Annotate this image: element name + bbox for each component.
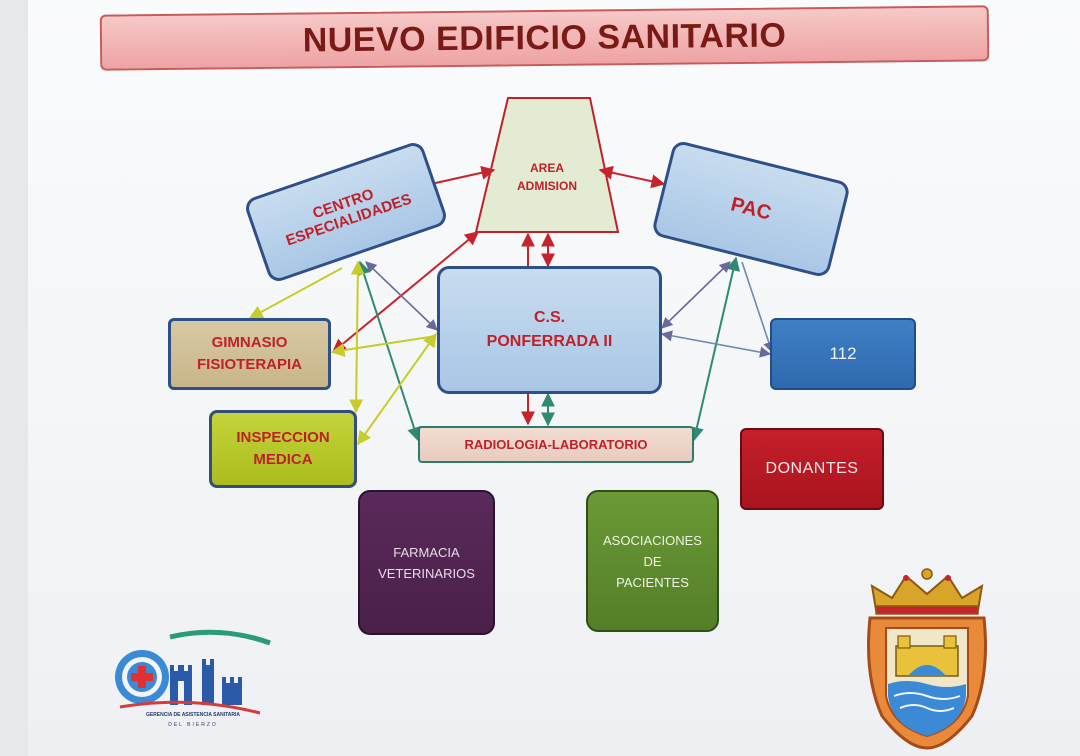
node-asociaciones-pacientes: ASOCIACIONES DE PACIENTES	[586, 490, 719, 632]
node-farmacia-veterinarios: FARMACIA VETERINARIOS	[358, 490, 495, 635]
area-admision-label-line2: ADMISION	[517, 179, 577, 193]
farmacia-label-line1: FARMACIA	[393, 544, 460, 560]
arrow-centro-cs	[365, 261, 438, 331]
pac-label: PAC	[728, 192, 774, 225]
logo-caption-line1: GERENCIA DE ASISTENCIA SANITARIA	[145, 712, 241, 718]
arrow-cs-112	[660, 330, 772, 358]
radiologia-label: RADIOLOGIA-LABORATORIO	[464, 437, 648, 452]
gimnasio-label-line1: GIMNASIO	[211, 334, 288, 351]
asociaciones-label-line2: DE	[643, 553, 662, 569]
node-cs-ponferrada: C.S. PONFERRADA II	[437, 266, 662, 394]
node-radiologia-laboratorio: RADIOLOGIA-LABORATORIO	[418, 426, 694, 463]
node-donantes: DONANTES	[740, 428, 884, 510]
logo-caption-line2: DEL BIERZO	[168, 722, 218, 728]
arrow-pac-radiologia	[690, 256, 740, 442]
arrow-pac-112	[741, 261, 775, 354]
node-112: 112	[770, 318, 916, 390]
arrow-centro-inspeccion	[349, 260, 365, 414]
e112-label: 112	[829, 344, 857, 363]
farmacia-label-line2: VETERINARIOS	[378, 565, 475, 581]
area-admision-label-line1: AREA	[530, 161, 564, 175]
asociaciones-label-line1: ASOCIACIONES	[603, 532, 702, 548]
gimnasio-label-line2: FISIOTERAPIA	[196, 356, 302, 373]
inspeccion-label-line2: MEDICA	[253, 451, 313, 468]
cs-label-line2: PONFERRADA II	[486, 333, 613, 350]
asociaciones-label-line3: PACIENTES	[616, 574, 689, 590]
ponferrada-coat-of-arms-icon	[867, 568, 987, 750]
node-inspeccion-medica: INSPECCION MEDICA	[209, 410, 357, 488]
inspeccion-label-line1: INSPECCION	[236, 429, 330, 446]
arrow-cs-inspeccion	[357, 332, 437, 446]
arrow-pac-cs	[661, 261, 731, 329]
arrow-admision-pac	[598, 165, 666, 189]
arrow-centro-gimnasio	[248, 267, 343, 319]
cs-label-line1: C.S.	[533, 309, 566, 326]
health-authority-logo-icon	[115, 629, 271, 715]
node-gimnasio-fisioterapia: GIMNASIO FISIOTERAPIA	[168, 318, 331, 390]
donantes-label: DONANTES	[765, 460, 859, 477]
